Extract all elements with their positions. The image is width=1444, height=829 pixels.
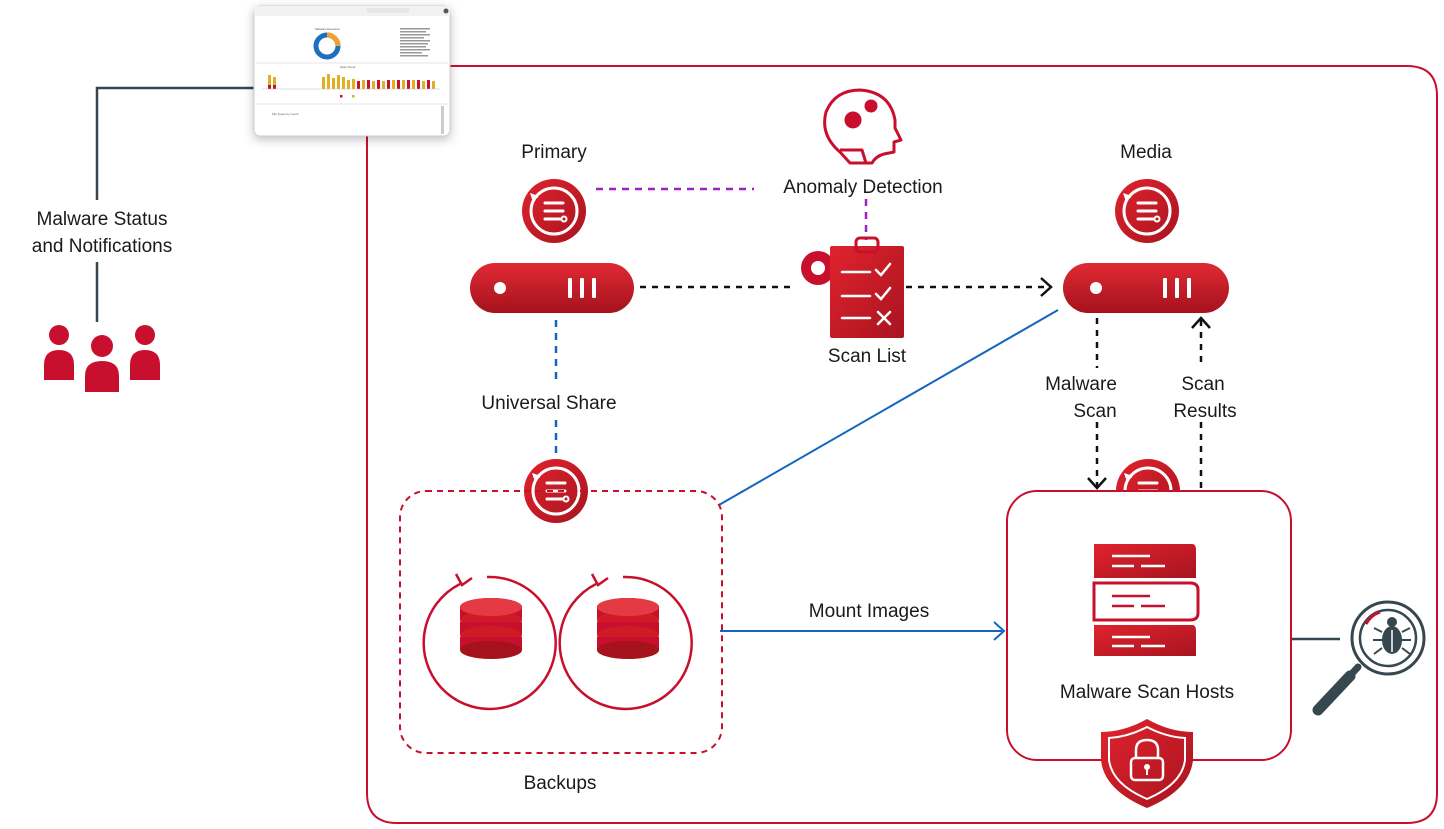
primary-server-icon [470, 263, 634, 313]
universal-share-label: Universal Share [481, 393, 616, 414]
malware-scan-hosts-label: Malware Scan Hosts [1060, 682, 1234, 703]
scan-results-label-line2: Results [1173, 401, 1236, 422]
dashboard-thumbnail[interactable] [253, 5, 451, 137]
database-icon [422, 573, 557, 711]
svg-text:Malware Exposure: Malware Exposure [315, 27, 340, 31]
checklist-gear-icon [801, 236, 904, 338]
database-icon [558, 573, 693, 711]
malware-scan-label: Malware [1045, 374, 1117, 395]
scan-host-server-icon [1092, 544, 1200, 656]
primary-emblem-icon [520, 177, 588, 245]
shield-lock-icon [1101, 719, 1193, 808]
dashboard-thumbnail-content: Malware Exposure Scan Trend [254, 6, 450, 134]
primary-label: Primary [521, 142, 587, 163]
svg-text:File Types by Count: File Types by Count [272, 112, 299, 116]
media-emblem-icon [1113, 177, 1181, 245]
svg-text:Scan Trend: Scan Trend [340, 65, 356, 69]
scan-list-label: Scan List [828, 346, 907, 367]
main-frame [366, 65, 1438, 824]
backups-media-link [718, 309, 1059, 506]
mount-images-label: Mount Images [809, 601, 929, 622]
malware-status-label: Malware Status [37, 209, 168, 230]
malware-status-label-line2: and Notifications [32, 236, 172, 257]
backups-emblem-icon [522, 457, 590, 525]
status-connector [95, 86, 255, 322]
scan-results-label: Scan [1181, 374, 1224, 395]
users-icon [44, 325, 160, 392]
backups-label: Backups [524, 773, 597, 794]
backups-box [399, 490, 723, 754]
brain-gear-icon [823, 88, 903, 165]
magnifier-bug-icon [1312, 600, 1426, 716]
media-server-icon [1063, 263, 1229, 313]
media-label: Media [1120, 142, 1172, 163]
scan-results-arrowhead [1191, 316, 1211, 329]
malware-scan-arrowhead [1087, 477, 1107, 490]
anomaly-detection-label: Anomaly Detection [783, 177, 942, 198]
mount-images-arrowhead [993, 621, 1006, 641]
media-arrowhead [1040, 277, 1053, 297]
malware-scan-label-line2: Scan [1073, 401, 1116, 422]
